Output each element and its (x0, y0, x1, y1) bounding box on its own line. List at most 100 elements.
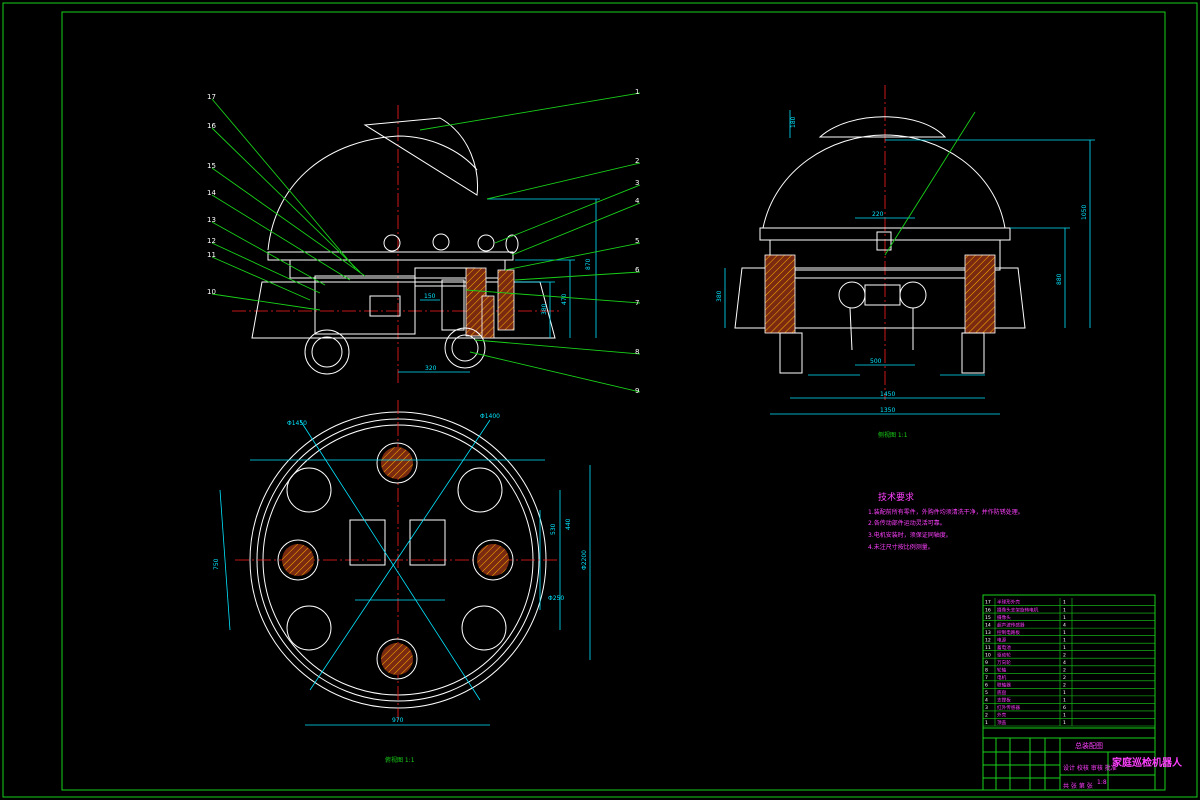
bom-cell-no: 5 (985, 690, 988, 696)
callout-8: 8 (635, 348, 639, 356)
callout-9: 9 (635, 387, 639, 395)
side-dim-500: 500 (870, 358, 882, 365)
bom-cell-name: 联轴器 (997, 682, 1011, 689)
tech-req-title: 技术要求 (878, 491, 914, 503)
plan-dim-phi1400: Φ1400 (480, 413, 500, 420)
bom-cell-name: 驱动轮 (997, 651, 1011, 658)
bom-cell-qty: 4 (1063, 622, 1066, 628)
side-view-label: 侧视图 1:1 (878, 431, 908, 439)
bom-cell-name: 支撑板 (997, 697, 1011, 704)
bom-cell-qty: 1 (1063, 698, 1066, 704)
dim-870: 870 (585, 258, 592, 270)
tech-req-item: 4.未注尺寸按比例测量。 (868, 543, 934, 551)
plan-dim-phi250: Φ250 (548, 595, 564, 602)
bom-cell-name: 摄像头支架旋转电机 (997, 606, 1039, 613)
bom-cell-no: 17 (985, 600, 991, 606)
plan-dim-530: 530 (550, 523, 557, 535)
bom-cell-no: 16 (985, 607, 991, 613)
side-dim-880: 880 (1056, 273, 1063, 285)
bom-cell-no: 15 (985, 615, 991, 621)
plan-dim-440: 440 (565, 518, 572, 530)
bom-cell-no: 14 (985, 622, 991, 628)
side-view: 180 1050 880 380 500 1450 1350 220 侧视图 1… (716, 85, 1095, 439)
front-view: 870 470 380 320 150 1 (207, 88, 641, 395)
sheet-info: 共 张 第 张 (1063, 782, 1093, 790)
callout-5: 5 (635, 237, 639, 245)
plan-dim-2200: Φ2200 (581, 550, 588, 570)
bom-cell-qty: 1 (1063, 637, 1066, 643)
bom-cell-qty: 1 (1063, 690, 1066, 696)
dim-320: 320 (425, 365, 437, 372)
callout-11: 11 (207, 251, 216, 259)
callout-2: 2 (635, 157, 639, 165)
bom-cell-name: 电机 (997, 674, 1007, 681)
bom-cell-no: 7 (985, 675, 988, 681)
side-dim-380: 380 (716, 290, 723, 302)
bom-cell-qty: 1 (1063, 713, 1066, 719)
callout-15: 15 (207, 162, 216, 170)
tech-req-item: 1.装配前所有零件，外购件均须清洗干净，并作防锈处理。 (868, 508, 1024, 516)
bom-cell-no: 9 (985, 660, 988, 666)
bom-cell-qty: 2 (1063, 652, 1066, 658)
callout-6: 6 (635, 266, 640, 274)
bom-cell-no: 1 (985, 720, 988, 726)
callout-10: 10 (207, 288, 216, 296)
callout-13: 13 (207, 216, 216, 224)
technical-requirements: 技术要求 1.装配前所有零件，外购件均须清洗干净，并作防锈处理。 2.各传动部件… (868, 491, 1024, 551)
side-dim-220: 220 (872, 211, 884, 218)
bom-cell-name: 半球形外壳 (997, 599, 1020, 606)
scale: 1:8 (1097, 779, 1107, 786)
plan-dim-750: 750 (213, 558, 220, 570)
bom-cell-no: 8 (985, 667, 988, 673)
bom-cell-name: 超声波传感器 (997, 621, 1025, 628)
plan-view-label: 俯视图 1:1 (385, 756, 415, 764)
callout-1: 1 (635, 88, 639, 96)
title-subtitle: 设计 校核 审核 批准 (1063, 764, 1117, 772)
tech-req-item: 3.电机安装时，须保证同轴度。 (868, 531, 952, 539)
callout-16: 16 (207, 122, 216, 130)
bom-cell-name: 电源 (997, 636, 1007, 643)
dim-380: 380 (541, 303, 548, 315)
dim-150: 150 (424, 293, 436, 300)
drawing-name: 家庭巡检机器人 (1112, 756, 1183, 769)
bom-cell-no: 4 (985, 698, 988, 704)
bom-cell-qty: 2 (1063, 667, 1066, 673)
bom-cell-qty: 1 (1063, 600, 1066, 606)
bom-cell-no: 11 (985, 645, 991, 651)
bom-cell-name: 控制电路板 (997, 629, 1020, 636)
plan-dim-phi1450: Φ1450 (287, 420, 307, 427)
bom-cell-no: 12 (985, 637, 991, 643)
callout-3: 3 (635, 179, 639, 187)
bom-cell-no: 6 (985, 683, 988, 689)
bom-cell-qty: 6 (1063, 705, 1066, 711)
bom-cell-name: 底盘 (997, 689, 1007, 696)
bom-cell-name: 蓄电池 (997, 644, 1011, 651)
side-dim-1350: 1350 (880, 407, 895, 414)
bom-cell-no: 13 (985, 630, 991, 636)
dim-470: 470 (561, 293, 568, 305)
bom-cell-qty: 1 (1063, 615, 1066, 621)
inner-border (61, 11, 1166, 791)
bom-cell-qty: 2 (1063, 675, 1066, 681)
bom-cell-qty: 2 (1063, 683, 1066, 689)
side-dim-1450: 1450 (880, 391, 895, 398)
callout-17: 17 (207, 93, 216, 101)
bom-cell-name: 顶盖 (997, 719, 1007, 726)
callout-4: 4 (635, 197, 640, 205)
bom-cell-qty: 1 (1063, 645, 1066, 651)
side-dim-1050: 1050 (1081, 205, 1088, 220)
bom-cell-no: 3 (985, 705, 988, 711)
bom-cell-name: 轮轴 (997, 666, 1007, 673)
callout-numbers: 1 2 3 4 5 6 7 8 9 10 11 12 13 14 15 16 1… (207, 88, 640, 395)
bom-cell-qty: 1 (1063, 720, 1066, 726)
bom-cell-qty: 4 (1063, 660, 1066, 666)
callout-7: 7 (635, 299, 639, 307)
bom-cell-name: 摄像头 (997, 614, 1011, 621)
callout-12: 12 (207, 237, 216, 245)
bom-cell-name: 外壳 (997, 712, 1007, 719)
bom-cell-qty: 1 (1063, 630, 1066, 636)
